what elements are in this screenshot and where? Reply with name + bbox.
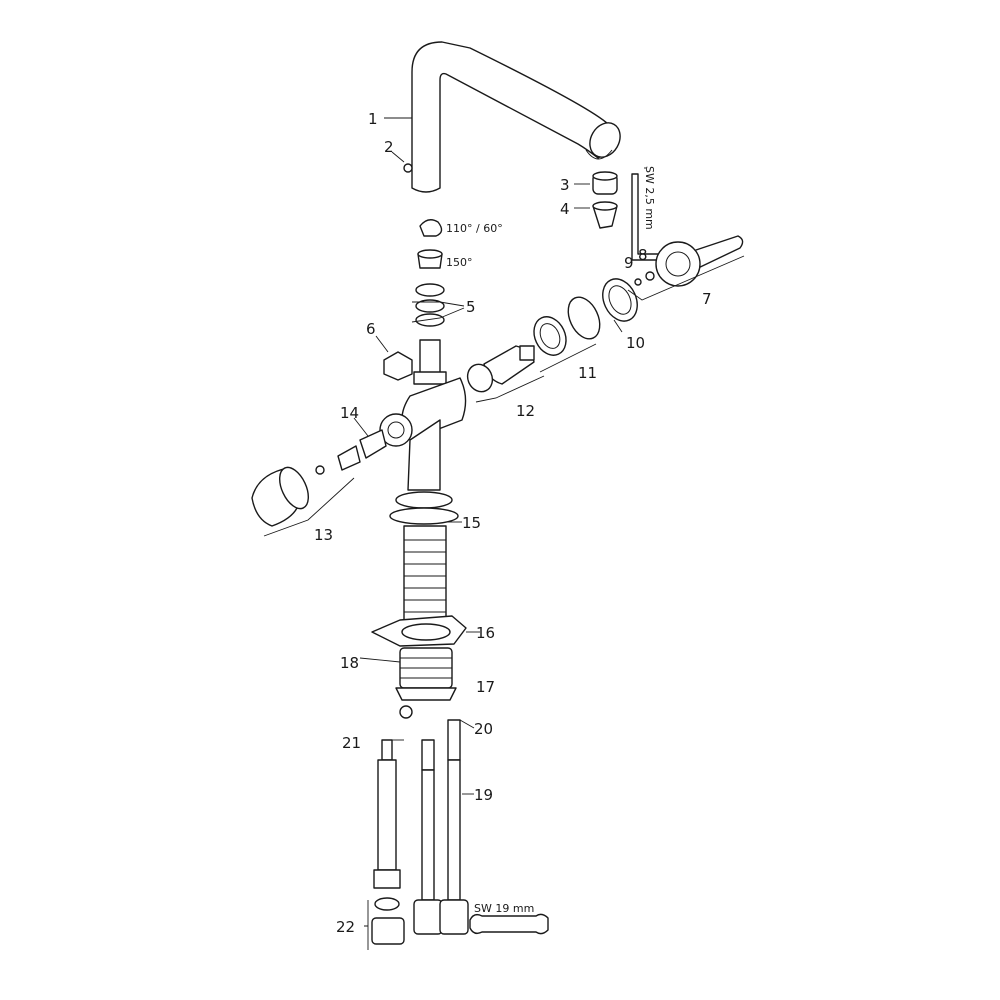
angle-limiters [417,219,443,269]
angle-note-110-60: 110° / 60° [446,222,503,235]
lever-handle [655,235,744,287]
callout-17: 17 [476,678,495,696]
callout-2: 2 [384,138,394,156]
callout-19: 19 [474,786,493,804]
callout-15: 15 [462,514,481,532]
hose-cold [413,739,443,935]
hose-hot [439,719,469,935]
sleeve-and-seal [533,296,601,356]
mixer-body [379,339,467,491]
callout-4: 4 [560,200,570,218]
leader-lines [263,117,745,950]
callout-22: 22 [336,918,355,936]
mounting-plate [371,615,467,647]
callout-3: 3 [560,176,570,194]
callout-13: 13 [314,526,333,544]
o-rings [415,283,445,327]
callout-12: 12 [516,402,535,420]
fixing-nut [395,647,457,719]
small-fasteners [634,271,655,286]
callout-20: 20 [474,720,493,738]
callout-16: 16 [476,624,495,642]
cartridge [466,345,535,393]
callout-6: 6 [366,320,376,338]
callout-14: 14 [340,404,359,422]
wrench-size-label: SW 19 mm [474,902,534,915]
hose-central [373,739,401,889]
corrugated-hose [389,491,459,621]
callout-11: 11 [578,364,597,382]
callout-18: 18 [340,654,359,672]
knob-spindle [337,429,387,471]
grub-screw [403,163,413,173]
callout-7: 7 [702,290,712,308]
cap-ring [602,278,638,322]
callout-5: 5 [466,298,476,316]
spout [411,41,621,193]
callout-10: 10 [626,334,645,352]
callout-1: 1 [368,110,378,128]
adaptor-fitting [371,897,405,945]
callout-21: 21 [342,734,361,752]
callout-9: 9 [624,254,634,272]
aerator [592,171,618,229]
callout-8: 8 [638,246,648,264]
control-knob [251,465,325,527]
hex-key-size-label: SW 2,5 mm [643,166,656,230]
wrench-icon [469,913,549,935]
diverter-clip [383,351,413,381]
angle-note-150: 150° [446,256,473,269]
